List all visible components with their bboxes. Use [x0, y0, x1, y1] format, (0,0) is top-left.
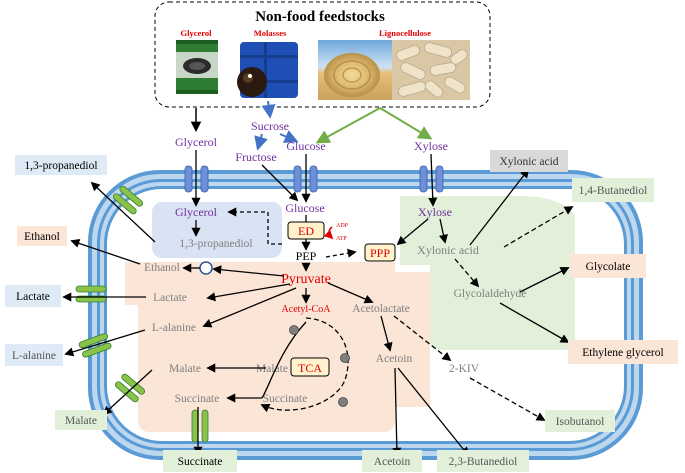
ethanol-intracellular: Ethanol — [144, 262, 180, 274]
feedstock-arrows — [190, 100, 433, 144]
feedstock-title: Non-food feedstocks — [255, 9, 385, 25]
svg-text:Malate: Malate — [65, 415, 97, 427]
glycerol-feed-label: Glycerol — [181, 28, 213, 38]
svg-text:Ethylene glycerol: Ethylene glycerol — [582, 347, 663, 359]
svg-text:2,3-Butanediol: 2,3-Butanediol — [449, 456, 518, 468]
xylose-intracellular: Xylose — [418, 205, 452, 219]
tca-label: TCA — [298, 361, 322, 375]
product-ethylene-glycerol: Ethylene glycerol — [568, 340, 678, 364]
svg-text:Succinate: Succinate — [178, 456, 223, 468]
sucrose-substrate: Sucrose — [251, 119, 289, 133]
glycolaldehyde-intracellular: Glycolaldehyde — [454, 288, 527, 300]
central-metabolism-region — [125, 262, 395, 432]
svg-text:Acetoin: Acetoin — [374, 456, 411, 468]
molasses-feed-label: Molasses — [254, 28, 287, 38]
malate-intracellular-left: Malate — [169, 363, 201, 375]
svg-text:Isobutanol: Isobutanol — [556, 416, 605, 428]
glycerol-transporter-icon — [184, 165, 209, 193]
export-arrows — [62, 168, 574, 457]
product-lactate: Lactate — [5, 285, 61, 307]
glycerol-barrel-icon — [176, 40, 218, 94]
lignocellulose-feed-label: Lignocellulose — [379, 28, 431, 38]
ethanol-node-circle — [199, 261, 213, 275]
pyruvate-label: Pyruvate — [281, 272, 331, 287]
svg-text:1,3-propanediol: 1,3-propanediol — [24, 160, 97, 172]
product-ethanol: Ethanol — [17, 226, 67, 246]
product-acetoin: Acetoin — [362, 450, 422, 472]
svg-text:Lactate: Lactate — [16, 291, 50, 303]
corncob-icon — [392, 40, 470, 100]
svg-text:L-alanine: L-alanine — [12, 350, 56, 362]
feedstock-panel: Non-food feedstocks Glycerol Molasses Li… — [154, 1, 491, 108]
svg-text:1,4-Butanediol: 1,4-Butanediol — [579, 185, 648, 197]
product-malate: Malate — [55, 410, 107, 430]
acetoin-intracellular: Acetoin — [376, 353, 413, 365]
glycerol-substrate: Glycerol — [175, 135, 218, 149]
molasses-drum-icon — [237, 42, 298, 98]
propanediol-exporter-icon — [112, 185, 144, 215]
tca-nodes — [289, 325, 350, 407]
glycerol-ed-dashed-arrow — [227, 207, 282, 245]
product-l-alanine: L-alanine — [5, 344, 63, 366]
glycerol-region — [152, 202, 282, 258]
product-23-butanediol: 2,3-Butanediol — [437, 450, 529, 472]
sucrose-split-arrows — [254, 130, 299, 151]
kiv-intracellular: 2-KIV — [449, 363, 480, 375]
malate-cycle-label: Malate — [256, 363, 288, 375]
ed-label: ED — [298, 224, 314, 238]
glucose-intracellular: Glucose — [285, 201, 324, 215]
product-isobutanol: Isobutanol — [545, 410, 615, 432]
pathway-arrows — [182, 150, 480, 413]
straw-bale-icon — [318, 40, 392, 100]
adp-label: ADP — [336, 223, 349, 229]
atp-curve-arrow — [323, 226, 334, 240]
product-glycolate: Glycolate — [570, 254, 646, 278]
succinate-exporter-icon — [191, 409, 209, 443]
succinate-intracellular-left: Succinate — [175, 393, 220, 405]
tca-cycle-box — [290, 357, 330, 377]
alanine-intracellular: L-alanine — [152, 322, 196, 334]
ppp-label: PPP — [370, 246, 390, 260]
pep-ppp-dashed-arrow — [325, 248, 357, 258]
product-succinate: Succinate — [163, 450, 237, 472]
fructose-substrate: Fructose — [235, 150, 276, 164]
succinate-cycle-label: Succinate — [263, 393, 308, 405]
svg-text:Xylonic acid: Xylonic acid — [499, 156, 558, 168]
svg-text:Glycolate: Glycolate — [586, 261, 631, 273]
atp-label: ATP — [336, 236, 347, 242]
pep-label: PEP — [296, 249, 317, 263]
propanediol-intracellular: 1,3-propanediol — [179, 238, 252, 250]
alanine-exporter-icon — [78, 333, 112, 358]
ppp-pathway-box — [364, 243, 396, 262]
acetolactate-intracellular: Acetolactate — [352, 303, 409, 315]
lactate-intracellular: Lactate — [153, 292, 187, 304]
acetyl-coa-label: Acetyl-CoA — [282, 304, 332, 315]
glycerol-intracellular: Glycerol — [175, 205, 218, 219]
product-propanediol: 1,3-propanediol — [15, 155, 107, 175]
xylose-substrate: Xylose — [414, 139, 448, 153]
acetolactate-region — [395, 272, 430, 407]
glucose-substrate: Glucose — [286, 139, 325, 153]
xylose-transporter-icon — [419, 165, 444, 193]
product-xylonic-acid: Xylonic acid — [490, 150, 568, 172]
product-14-butanediol: 1,4-Butanediol — [572, 178, 654, 202]
xylonic-acid-intracellular: Xylonic acid — [417, 243, 479, 257]
svg-text:Ethanol: Ethanol — [24, 231, 60, 243]
